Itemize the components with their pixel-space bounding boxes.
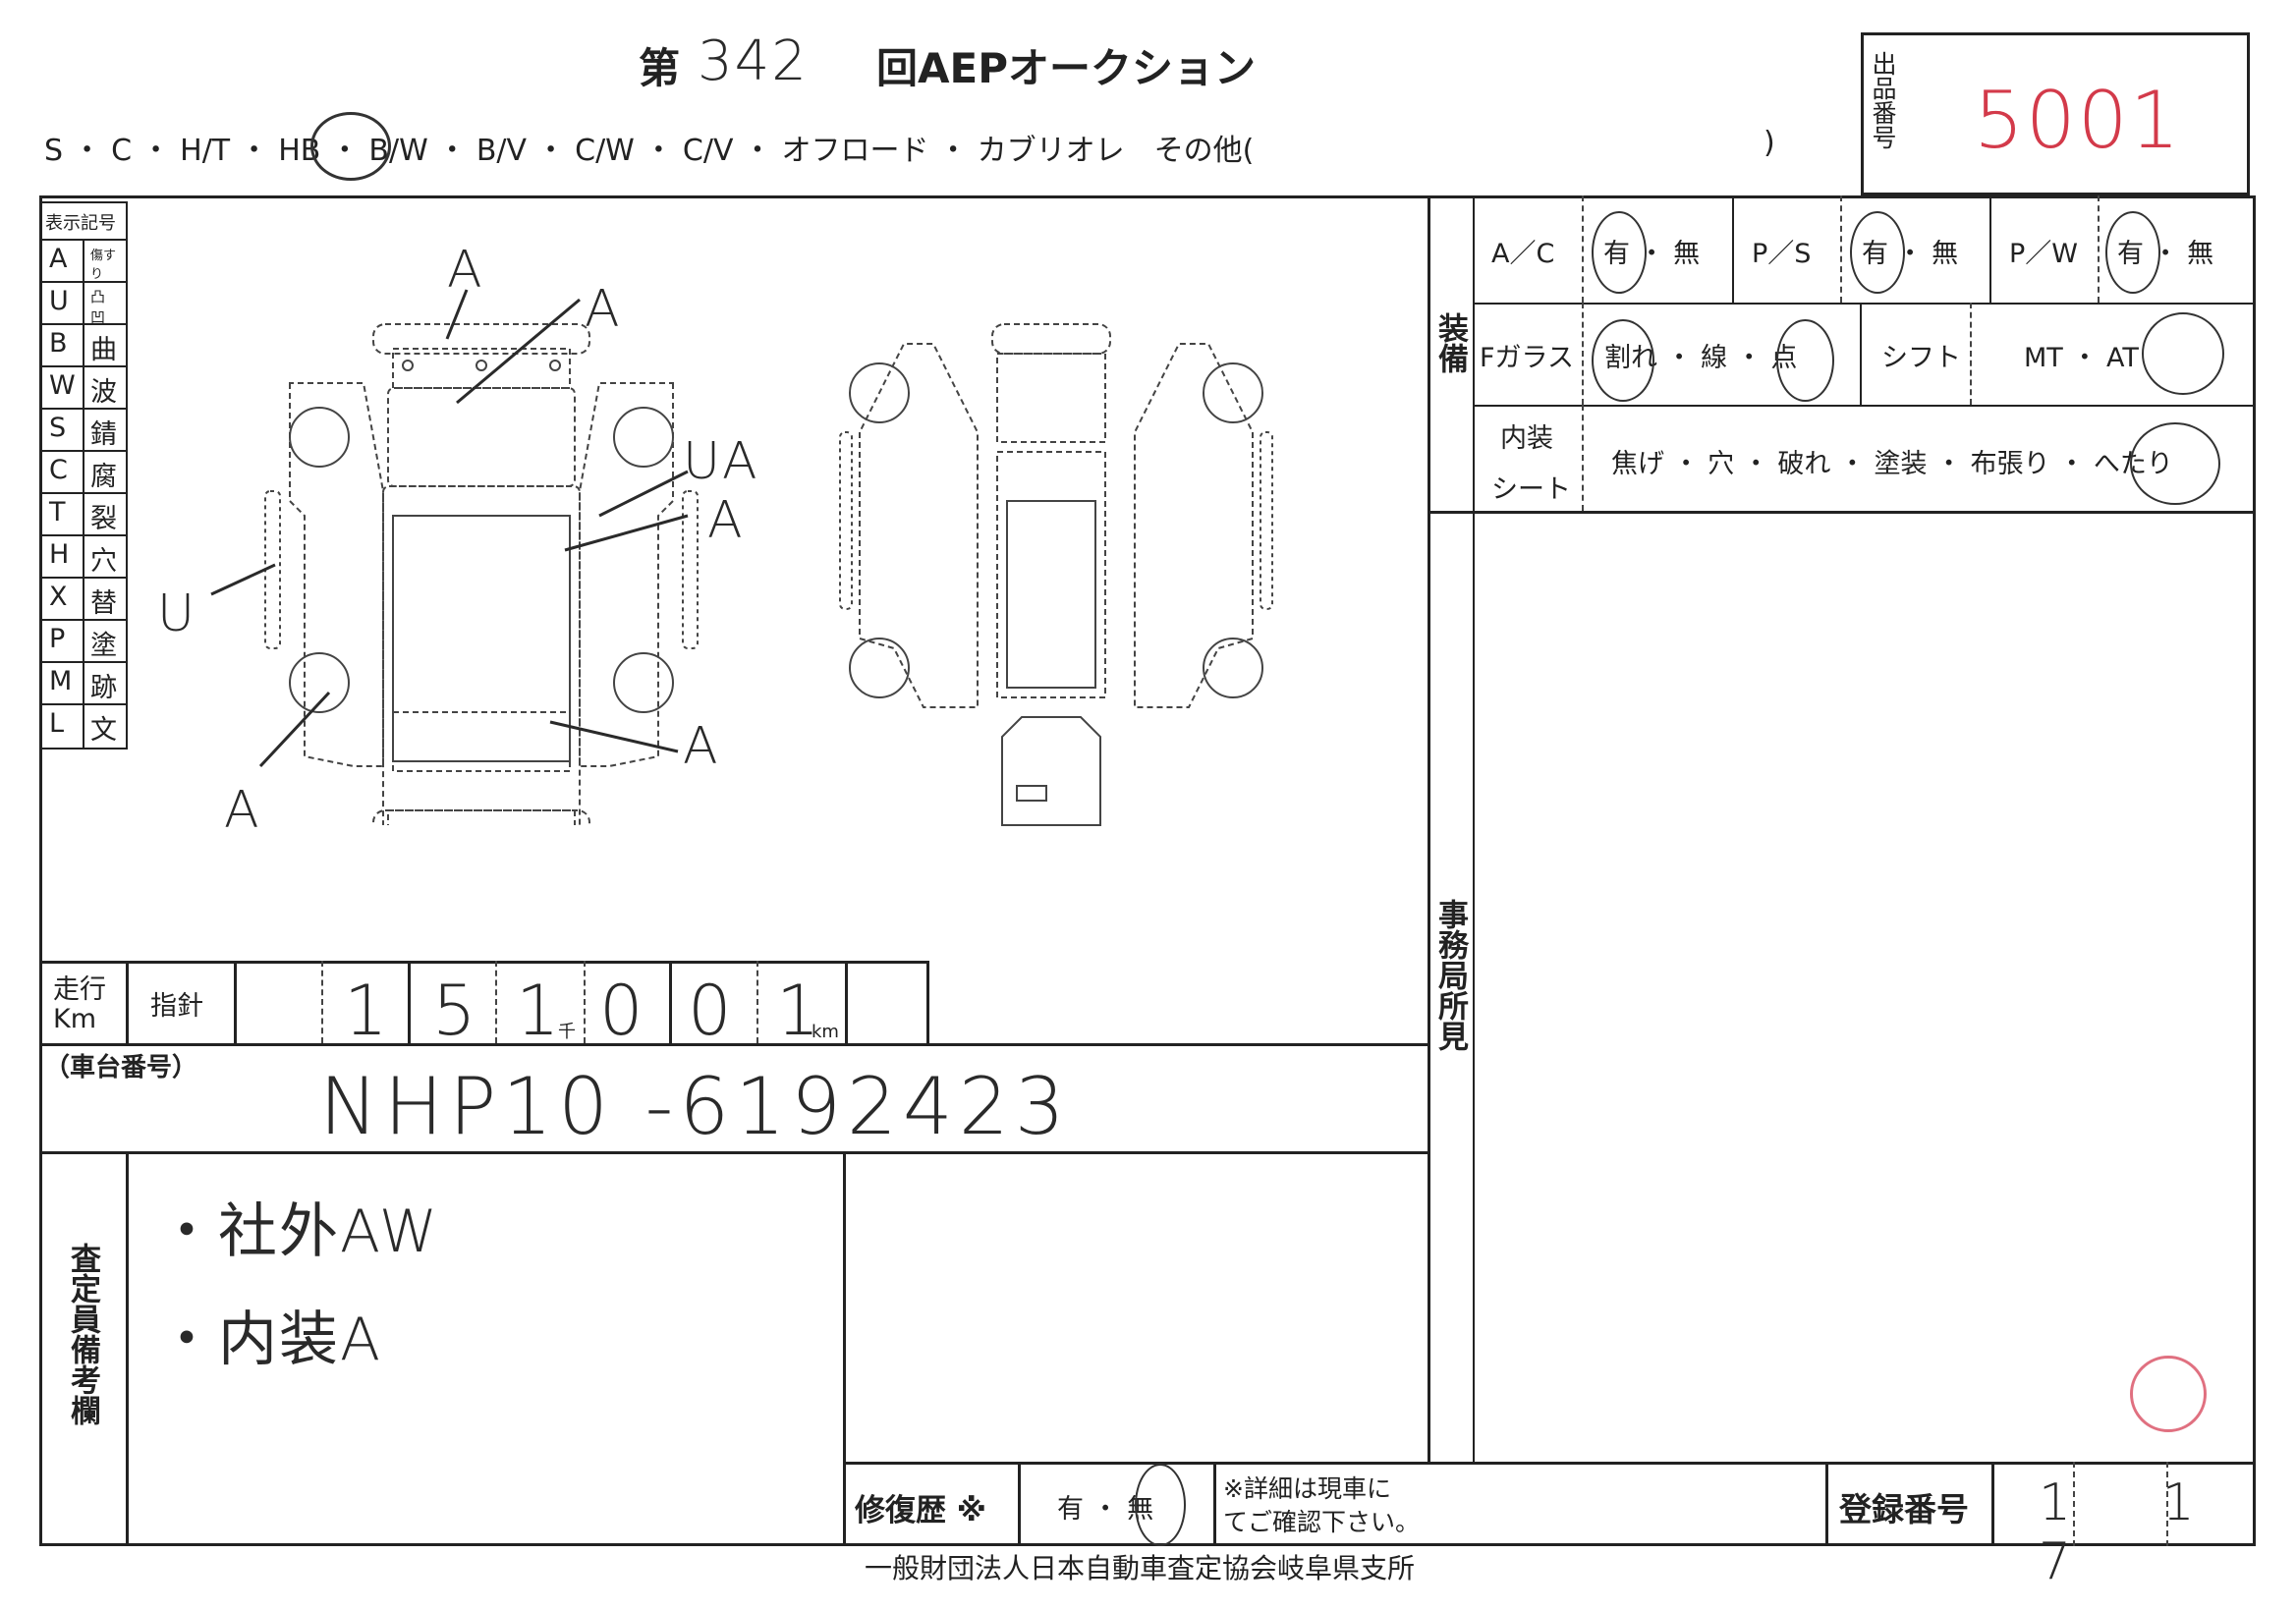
legend-code: P <box>49 624 66 654</box>
glass-label: Fガラス <box>1480 343 1574 373</box>
legend-meaning: 波 <box>90 377 117 408</box>
lot-number-box: 出品番号 5001 <box>1861 32 2250 195</box>
interior-label: 内装 <box>1500 423 1553 454</box>
glass-chip-mark <box>1776 319 1834 402</box>
legend-code: C <box>49 455 68 485</box>
legend-code: X <box>49 582 68 612</box>
registration-label: 登録番号 <box>1839 1490 1969 1528</box>
damage-mark: U <box>157 584 197 643</box>
repair-history-label: 修復歴 ※ <box>855 1493 986 1528</box>
mileage-digit: 5 <box>432 971 478 1051</box>
lot-label: 出品番号 <box>1869 51 1897 149</box>
mileage-digit: 0 <box>599 971 645 1051</box>
legend-meaning: 腐 <box>90 462 117 492</box>
car-diagram-top <box>264 323 699 825</box>
car-diagram-side <box>839 323 1273 826</box>
damage-mark: A <box>707 491 745 550</box>
inspector-remarks-label: 査定員備考欄 <box>65 1243 100 1425</box>
mileage-label: 走行 <box>53 974 106 1005</box>
title-prefix: 第 <box>639 44 681 92</box>
footer-organization: 一般財団法人日本自動車査定協会岐阜県支所 <box>865 1552 1416 1584</box>
chassis-number: NHP10 -6192423 <box>319 1061 1071 1152</box>
registration-number: 1 1 7 <box>2039 1473 2232 1591</box>
km-unit: km <box>812 1022 839 1042</box>
legend-code: B <box>49 328 68 359</box>
legend-meaning: 凸凹 <box>90 288 106 326</box>
meter-label: 指針 <box>150 991 203 1022</box>
mileage-digit: 1 <box>344 971 390 1051</box>
pw-label: P／W <box>2009 239 2078 269</box>
mileage-digit: 1 <box>516 971 562 1051</box>
legend-title: 表示記号 <box>45 213 116 234</box>
shift-options: MT ・ AT <box>2024 343 2139 373</box>
repair-note: ※詳細は現車に <box>1223 1474 1391 1503</box>
legend-meaning: 替 <box>90 588 117 619</box>
equipment-label: 装備 <box>1432 312 1468 373</box>
interior-options: 焦げ ・ 穴 ・ 破れ ・ 塗装 ・ 布張り ・ へたり <box>1611 449 2173 479</box>
mileage-digit: 0 <box>688 971 734 1051</box>
legend-meaning: 跡 <box>90 673 117 703</box>
pw-selected-mark <box>2105 211 2160 294</box>
legend-code: W <box>49 370 76 401</box>
legend-meaning: 穴 <box>90 546 117 577</box>
legend-code: A <box>49 244 68 274</box>
legend-code: H <box>49 539 70 570</box>
legend-code: U <box>49 286 69 316</box>
shift-label: シフト <box>1881 343 1961 373</box>
legend-code: T <box>49 497 66 528</box>
glass-crack-mark <box>1592 319 1654 402</box>
inspector-seal <box>2130 1356 2207 1432</box>
legend-meaning: 曲 <box>90 335 117 365</box>
ps-label: P／S <box>1752 239 1812 269</box>
body-type-close: ) <box>1764 126 1775 160</box>
hb-selected-mark <box>310 112 391 181</box>
auction-number: 342 <box>698 29 809 93</box>
thousand-unit: 千 <box>558 1022 576 1042</box>
legend-meaning: 錆 <box>90 419 117 450</box>
repair-note: てご確認下さい。 <box>1223 1508 1421 1536</box>
legend-meaning: 裂 <box>90 504 117 534</box>
title-suffix: 回AEPオークション <box>876 44 1256 92</box>
legend-code: M <box>49 666 73 696</box>
legend-meaning: 塗 <box>90 631 117 661</box>
main-frame <box>39 195 2256 1546</box>
damage-mark: A <box>224 781 261 840</box>
chassis-label: （車台番号） <box>44 1053 198 1083</box>
repair-none-mark <box>1135 1464 1186 1546</box>
ac-selected-mark <box>1592 211 1647 294</box>
body-type-list: S ・ C ・ H/T ・ HB ・ B/W ・ B/V ・ C/W ・ C/V… <box>44 134 1255 168</box>
legend-code: L <box>49 708 65 739</box>
lot-number-value: 5001 <box>1974 75 2182 166</box>
office-remarks-label: 事務局所見 <box>1432 899 1468 1051</box>
legend-meaning: 傷すり <box>90 249 117 282</box>
seat-label: シート <box>1491 474 1571 505</box>
mileage-digit: 1 <box>776 971 822 1051</box>
inspector-note: ・内装A <box>157 1305 383 1374</box>
mileage-unit-label: Km <box>53 1004 97 1034</box>
damage-mark: A <box>683 717 720 776</box>
legend-meaning: 文 <box>90 715 117 746</box>
ac-label: A／C <box>1491 239 1555 269</box>
inspector-note: ・社外AW <box>157 1197 440 1266</box>
wear-selected-mark <box>2130 422 2220 505</box>
damage-mark: A <box>585 280 622 339</box>
legend-code: S <box>49 413 67 443</box>
damage-mark: A <box>447 241 484 300</box>
form-title: 第 342 回AEPオークション <box>639 29 1326 98</box>
at-selected-mark <box>2142 312 2224 395</box>
damage-mark: UA <box>683 432 759 491</box>
body-type-options: S ・ C ・ H/T ・ HB ・ B/W ・ B/V ・ C/W ・ C/V… <box>44 126 1254 169</box>
ps-selected-mark <box>1850 211 1905 294</box>
